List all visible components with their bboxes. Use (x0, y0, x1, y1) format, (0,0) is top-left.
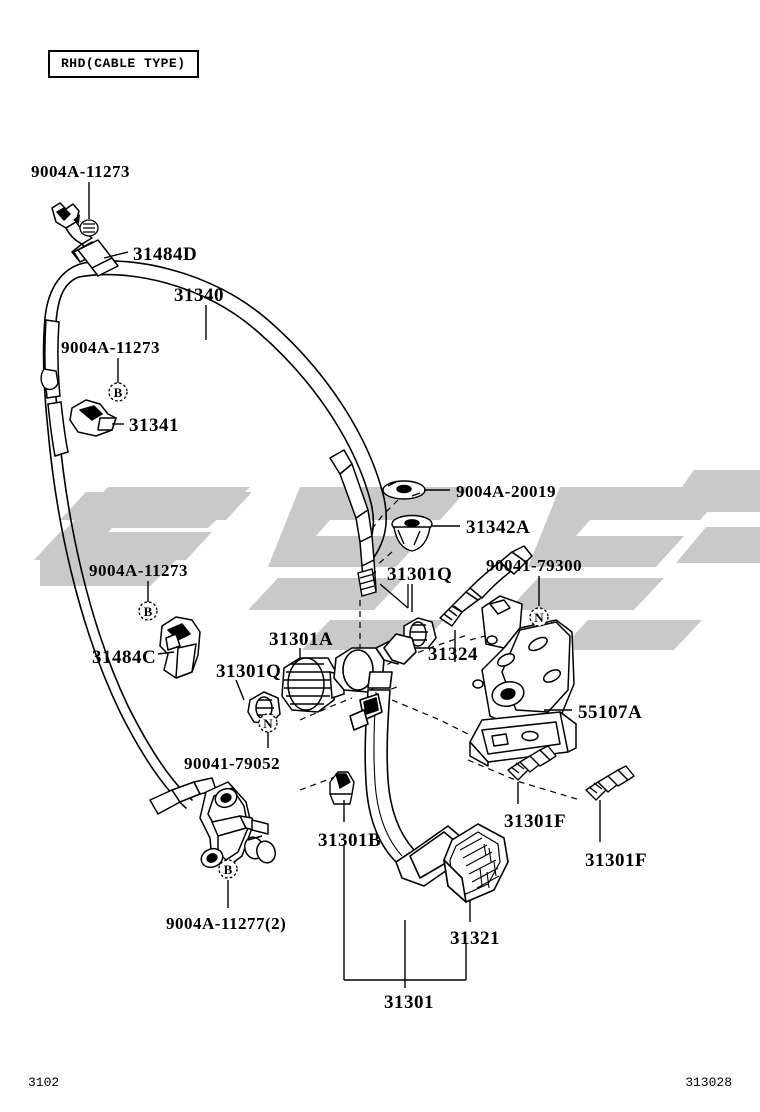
part-callout-31301q: 31301Q (216, 661, 282, 682)
cable-clamp-bracket-31484C (159, 616, 201, 679)
part-callout-31301f: 31301F (585, 850, 648, 871)
part-callout-31301q: 31301Q (387, 564, 453, 585)
cable-clamp-31341 (69, 399, 117, 437)
part-callout-31341: 31341 (129, 415, 179, 436)
part-callout-90041-79300: 90041-79300 (486, 556, 583, 575)
part-callout-55107a: 55107A (578, 702, 643, 723)
part-callout-90041-79052: 90041-79052 (184, 754, 281, 773)
reference-marker-letter: N (534, 610, 544, 625)
part-callout-31301f: 31301F (504, 811, 567, 832)
part-callout-9004a-11273: 9004A-11273 (89, 561, 188, 580)
reference-marker-letter: N (263, 716, 273, 731)
part-callout-31301a: 31301A (269, 629, 334, 650)
reference-marker-n-m4: N (258, 713, 278, 733)
pedal-bush-clip-31301Q-upper (357, 568, 377, 597)
reference-marker-letter: B (144, 604, 153, 619)
bolt-icon-9004A-11273-top (79, 219, 99, 237)
part-callout-31484d: 31484D (133, 244, 198, 265)
diagram-type-title: RHD(CABLE TYPE) (48, 50, 199, 78)
diagram-code-right: 313028 (685, 1075, 732, 1090)
part-callout-9004a-11273: 9004A-11273 (31, 162, 130, 181)
part-callout-31484c: 31484C (92, 647, 157, 668)
cable-grommet-31342A (391, 514, 433, 552)
cable-clevis-lever-assembly (149, 777, 276, 869)
pedal-stopper-cushion-31301B (329, 771, 355, 805)
page-number-left: 3102 (28, 1075, 60, 1090)
bracket-bolt-31301F-left (507, 745, 557, 781)
reference-marker-n-m5: N (529, 607, 549, 627)
watermark-logo (34, 470, 760, 650)
clutch-pedal-pad-31321 (443, 823, 509, 903)
part-callout-31342a: 31342A (466, 517, 531, 538)
part-callout-9004a-11273: 9004A-11273 (61, 338, 160, 357)
reference-marker-letter: B (224, 862, 233, 877)
part-callout-31301: 31301 (384, 992, 434, 1013)
part-callout-31324: 31324 (428, 644, 478, 665)
part-callout-9004a-11277-2: 9004A-11277(2) (166, 914, 287, 933)
clutch-cable-31340 (42, 260, 387, 809)
pedal-pivot-bolt-31324 (439, 545, 533, 627)
bracket-bolt-31301F-right (585, 765, 635, 801)
reference-marker-letter: B (114, 385, 123, 400)
clutch-pedal-arm-31301 (333, 633, 463, 887)
part-callout-31321: 31321 (450, 928, 500, 949)
part-callout-31301b: 31301B (318, 830, 382, 851)
cable-bend-detail (40, 368, 59, 391)
reference-marker-b-m6: B (218, 859, 238, 879)
part-callout-9004a-20019: 9004A-20019 (456, 482, 556, 501)
reference-marker-b-m3: B (138, 601, 158, 621)
cable-end-fitting-31484D (51, 202, 119, 277)
part-callout-31340: 31340 (174, 285, 224, 306)
reference-marker-b-m2: B (108, 382, 128, 402)
